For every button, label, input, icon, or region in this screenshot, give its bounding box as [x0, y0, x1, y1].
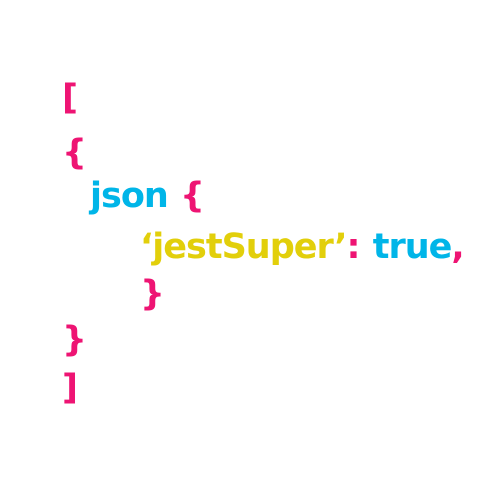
property-key: ‘jestSuper’	[140, 227, 348, 267]
json-keyword: json	[90, 176, 169, 216]
inner-open-brace: {	[179, 176, 205, 216]
colon: :	[346, 227, 361, 267]
comma: ,	[451, 227, 465, 267]
code-line-json: json {	[90, 176, 205, 216]
code-line-inner-close-brace: }	[140, 274, 165, 314]
code-line-close-brace: }	[62, 320, 87, 360]
code-line-open-bracket: [	[62, 78, 78, 118]
property-value: true	[372, 227, 453, 267]
inner-close-brace: }	[140, 274, 165, 314]
open-bracket: [	[62, 78, 78, 118]
close-bracket: ]	[62, 368, 78, 408]
close-brace: }	[62, 320, 87, 360]
code-line-open-brace: {	[62, 133, 87, 173]
code-line-close-bracket: ]	[62, 368, 78, 408]
open-brace: {	[62, 133, 87, 173]
code-line-property: ‘jestSuper’: true,	[140, 227, 465, 267]
